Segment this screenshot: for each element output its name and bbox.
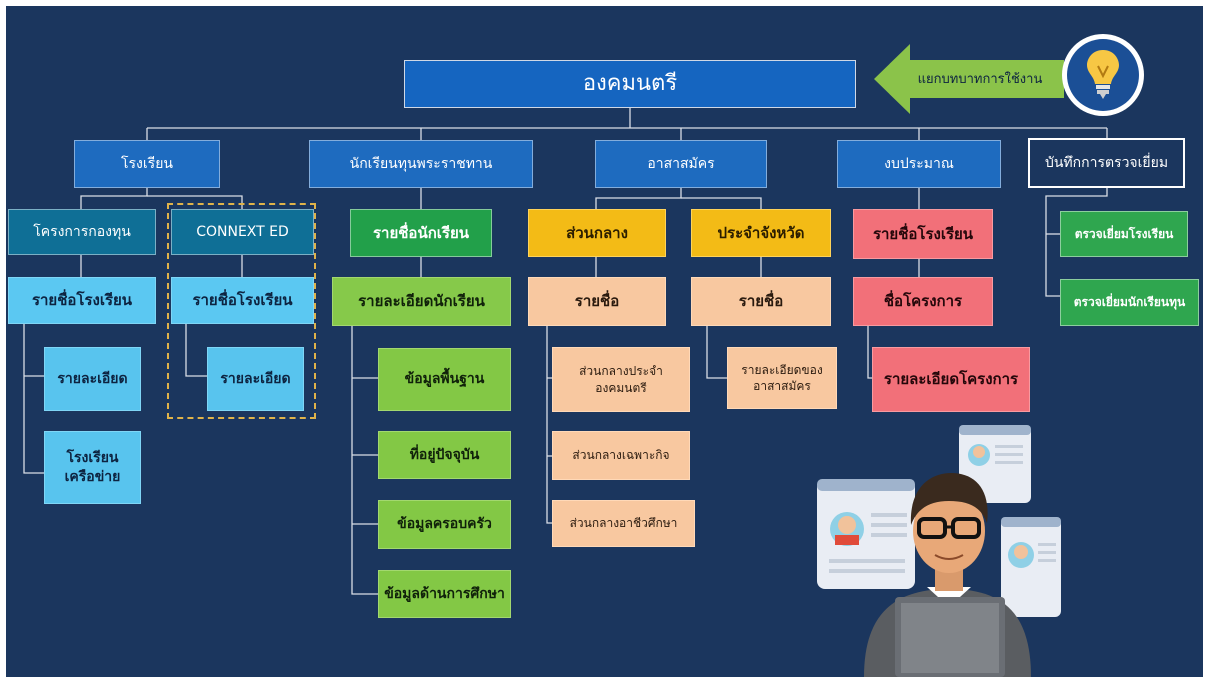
fund-school-detail-node[interactable]: รายละเอียด bbox=[44, 347, 141, 411]
central-privy-councillor-node[interactable]: ส่วนกลางประจำ องคมนตรี bbox=[552, 347, 690, 412]
volunteer-province-node[interactable]: ประจำจังหวัด bbox=[691, 209, 831, 257]
scholar-address-node[interactable]: ที่อยู่ปัจจุบัน bbox=[378, 431, 511, 479]
scholar-family-node[interactable]: ข้อมูลครอบครัว bbox=[378, 500, 511, 549]
root-node[interactable]: องคมนตรี bbox=[404, 60, 856, 108]
scholar-list-node[interactable]: รายชื่อนักเรียน bbox=[350, 209, 492, 257]
connext-school-list-node[interactable]: รายชื่อโรงเรียน bbox=[171, 277, 314, 324]
profile-card-icon bbox=[1001, 517, 1061, 617]
budget-project-name-node[interactable]: ชื่อโครงการ bbox=[853, 277, 993, 326]
budget-project-detail-node[interactable]: รายละเอียดโครงการ bbox=[872, 347, 1030, 412]
network-school-node[interactable]: โรงเรียน เครือข่าย bbox=[44, 431, 141, 504]
connext-school-detail-node[interactable]: รายละเอียด bbox=[207, 347, 304, 411]
connext-ed-group-outline bbox=[167, 203, 316, 419]
category-school[interactable]: โรงเรียน bbox=[74, 140, 220, 188]
category-scholar[interactable]: นักเรียนทุนพระราชทาน bbox=[309, 140, 533, 188]
school-fund-node[interactable]: โครงการกองทุน bbox=[8, 209, 156, 255]
scholar-basic-info-node[interactable]: ข้อมูลพื้นฐาน bbox=[378, 348, 511, 411]
category-visit[interactable]: บันทึกการตรวจเยี่ยม bbox=[1028, 138, 1185, 188]
central-special-task-node[interactable]: ส่วนกลางเฉพาะกิจ bbox=[552, 431, 690, 480]
scholar-education-node[interactable]: ข้อมูลด้านการศึกษา bbox=[378, 570, 511, 618]
volunteer-detail-node[interactable]: รายละเอียดของ อาสาสมัคร bbox=[727, 347, 837, 409]
visit-school-node[interactable]: ตรวจเยี่ยมโรงเรียน bbox=[1060, 211, 1188, 257]
category-budget[interactable]: งบประมาณ bbox=[837, 140, 1001, 188]
laptop-icon bbox=[895, 597, 1005, 677]
visit-scholar-node[interactable]: ตรวจเยี่ยมนักเรียนทุน bbox=[1060, 279, 1199, 326]
user-with-laptop-illustration bbox=[817, 425, 1061, 677]
lightbulb-icon bbox=[1062, 34, 1144, 116]
central-vocational-node[interactable]: ส่วนกลางอาชีวศึกษา bbox=[552, 500, 695, 547]
connector-lines bbox=[23, 108, 1108, 595]
budget-school-list-node[interactable]: รายชื่อโรงเรียน bbox=[853, 209, 993, 259]
volunteer-province-list-node[interactable]: รายชื่อ bbox=[691, 277, 831, 326]
category-volunteer[interactable]: อาสาสมัคร bbox=[595, 140, 767, 188]
arrow-left-icon bbox=[874, 44, 1064, 114]
connext-ed-node[interactable]: CONNEXT ED bbox=[171, 209, 314, 255]
role-hint-label: แยกบทบาทการใช้งาน bbox=[917, 72, 1043, 87]
fund-school-list-node[interactable]: รายชื่อโรงเรียน bbox=[8, 277, 156, 324]
volunteer-central-list-node[interactable]: รายชื่อ bbox=[528, 277, 666, 326]
scholar-detail-node[interactable]: รายละเอียดนักเรียน bbox=[332, 277, 511, 326]
profile-card-icon bbox=[817, 479, 915, 589]
volunteer-central-node[interactable]: ส่วนกลาง bbox=[528, 209, 666, 257]
org-chart-canvas: องคมนตรี แยกบทบาทการใช้งาน โรงเรียน นักเ… bbox=[6, 6, 1203, 677]
